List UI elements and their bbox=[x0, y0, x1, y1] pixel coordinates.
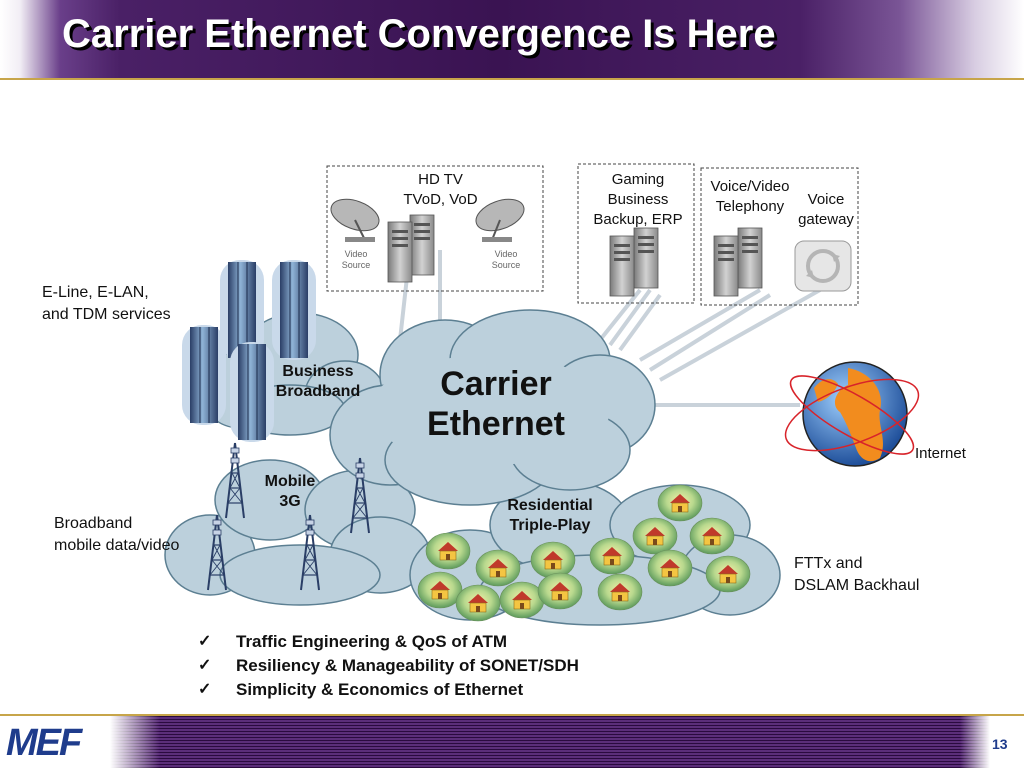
voice-line1: Voice/Video bbox=[710, 178, 790, 195]
residential-line1: Residential bbox=[507, 497, 593, 514]
broadband-mobile-label: Broadband mobile data/video bbox=[54, 513, 179, 557]
video-source-left-label: Video Source bbox=[336, 249, 376, 271]
hdtv-line2: TVoD, VoD bbox=[403, 191, 478, 208]
carrier-ethernet-line1: Carrier bbox=[440, 365, 552, 403]
server-icon bbox=[387, 214, 435, 283]
fttx-line1: FTTx and bbox=[794, 555, 863, 572]
mobile-line1: Mobile bbox=[264, 473, 316, 490]
voice-line2: Telephony bbox=[715, 198, 785, 215]
video-source-left-line1: Video bbox=[344, 249, 368, 259]
broadband-line1: Broadband bbox=[54, 515, 133, 532]
gaming-line1: Gaming bbox=[611, 171, 665, 188]
mobile-cloud bbox=[164, 459, 431, 606]
eline-line2: and TDM services bbox=[42, 306, 171, 323]
footer-fade-left bbox=[0, 716, 160, 768]
voice-box bbox=[700, 167, 859, 306]
video-source-right-label: Video Source bbox=[486, 249, 526, 271]
satellite-dish-icon bbox=[475, 198, 525, 242]
globe-icon bbox=[784, 361, 920, 467]
video-source-right-line2: Source bbox=[491, 260, 521, 270]
checkmark-icon: ✓ bbox=[198, 681, 212, 698]
satellite-dish-icon bbox=[330, 198, 380, 242]
title-underline bbox=[0, 78, 1024, 80]
hdtv-box bbox=[326, 165, 544, 292]
bullet-text: Resiliency & Manageability of SONET/SDH bbox=[236, 656, 579, 675]
title-bar bbox=[0, 0, 1024, 80]
bullet-list: ✓ Traffic Engineering & QoS of ATM ✓ Res… bbox=[198, 630, 579, 702]
server-icon bbox=[713, 227, 763, 297]
mobile-3g-label: Mobile 3G bbox=[250, 472, 330, 512]
video-source-right-line1: Video bbox=[494, 249, 518, 259]
voice-video-label: Voice/Video Telephony bbox=[703, 177, 797, 217]
voice-gateway-line1: Voice bbox=[807, 191, 845, 208]
page-number: 13 bbox=[992, 736, 1008, 752]
residential-label: Residential Triple-Play bbox=[490, 496, 610, 536]
mobile-line2: 3G bbox=[279, 493, 301, 510]
footer-fade-right bbox=[960, 716, 1024, 768]
server-icon bbox=[609, 227, 659, 297]
hdtv-line1: HD TV bbox=[418, 171, 463, 188]
gaming-label: Gaming Business Backup, ERP bbox=[584, 170, 692, 230]
fttx-label: FTTx and DSLAM Backhaul bbox=[794, 553, 919, 597]
business-broadband-label: Business Broadband bbox=[258, 362, 378, 402]
footer-divider bbox=[0, 714, 1024, 716]
video-source-left-line2: Source bbox=[341, 260, 371, 270]
carrier-ethernet-line2: Ethernet bbox=[427, 405, 565, 443]
mef-logo: MEF bbox=[6, 722, 82, 764]
page-title: Carrier Ethernet Convergence Is Here bbox=[62, 12, 776, 56]
business-line2: Broadband bbox=[275, 383, 361, 400]
voice-gateway-label: Voice gateway bbox=[793, 190, 859, 230]
bullet-text: Simplicity & Economics of Ethernet bbox=[236, 680, 524, 699]
carrier-ethernet-cloud bbox=[329, 309, 656, 506]
eline-line1: E-Line, E-LAN, bbox=[42, 284, 149, 301]
gaming-box bbox=[577, 163, 695, 304]
broadband-line2: mobile data/video bbox=[54, 537, 180, 554]
hdtv-label: HD TV TVoD, VoD bbox=[393, 170, 488, 210]
carrier-ethernet-label: Carrier Ethernet bbox=[406, 364, 586, 444]
connection-lines bbox=[398, 249, 821, 407]
checkmark-icon: ✓ bbox=[198, 657, 212, 674]
bullet-item: ✓ Resiliency & Manageability of SONET/SD… bbox=[198, 654, 579, 678]
residential-line2: Triple-Play bbox=[509, 517, 591, 534]
checkmark-icon: ✓ bbox=[198, 633, 212, 650]
bullet-item: ✓ Simplicity & Economics of Ethernet bbox=[198, 678, 579, 702]
voice-gateway-line2: gateway bbox=[798, 211, 854, 228]
gaming-line3: Backup, ERP bbox=[593, 211, 683, 228]
eline-label: E-Line, E-LAN, and TDM services bbox=[42, 282, 171, 326]
bullet-item: ✓ Traffic Engineering & QoS of ATM bbox=[198, 630, 579, 654]
business-line1: Business bbox=[282, 363, 354, 380]
gaming-line2: Business bbox=[607, 191, 669, 208]
footer-bar bbox=[0, 716, 1024, 768]
voice-gateway-icon bbox=[794, 240, 852, 292]
fttx-line2: DSLAM Backhaul bbox=[794, 577, 920, 594]
internet-label: Internet bbox=[915, 445, 966, 462]
bullet-text: Traffic Engineering & QoS of ATM bbox=[236, 632, 508, 651]
